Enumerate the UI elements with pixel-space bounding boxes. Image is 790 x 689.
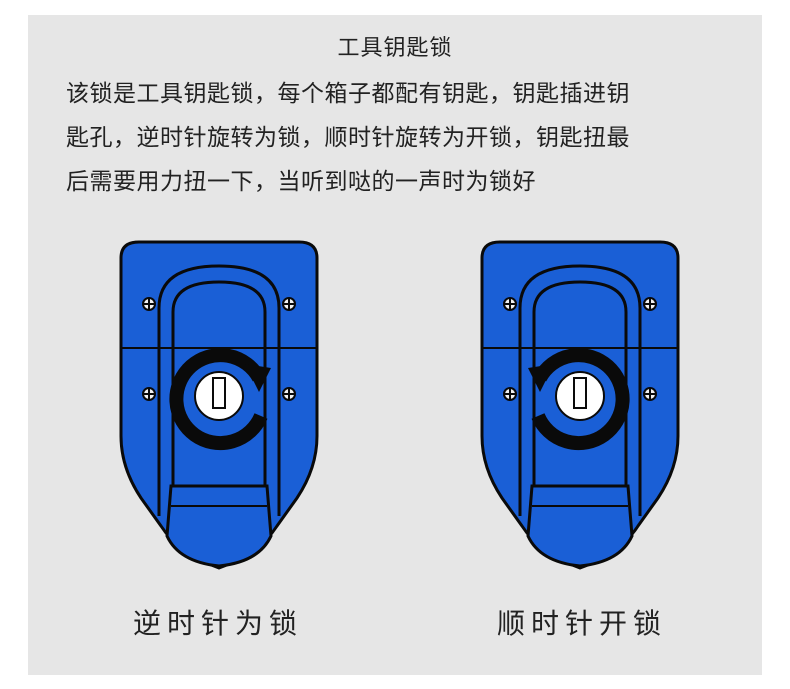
lock-illustration-counterclockwise xyxy=(119,240,319,570)
latch-plate xyxy=(526,484,634,568)
description-text: 该锁是工具钥匙锁，每个箱子都配有钥匙，钥匙插进钥 匙孔，逆时针旋转为锁，顺时针旋… xyxy=(66,72,726,204)
clockwise-arrow-icon xyxy=(528,348,630,451)
counterclockwise-arrow-icon xyxy=(169,348,271,451)
description-line: 该锁是工具钥匙锁，每个箱子都配有钥匙，钥匙插进钥 xyxy=(66,81,630,107)
keyhole-icon xyxy=(555,371,605,421)
screw-icon xyxy=(142,297,296,401)
caption-counterclockwise-lock: 逆时针为锁 xyxy=(133,607,304,640)
description-line: 匙孔，逆时针旋转为锁，顺时针旋转为开锁，钥匙扭最 xyxy=(66,125,630,151)
caption-clockwise-unlock: 顺时针开锁 xyxy=(497,607,668,640)
description-line: 后需要用力扭一下，当听到哒的一声时为锁好 xyxy=(66,169,536,195)
lock-illustration-clockwise xyxy=(480,240,680,570)
screw-icon xyxy=(503,297,657,401)
latch-plate xyxy=(165,484,273,568)
shackle xyxy=(157,264,281,516)
shackle xyxy=(518,264,642,516)
page-title: 工具钥匙锁 xyxy=(337,36,453,61)
keyhole-icon xyxy=(194,371,244,421)
